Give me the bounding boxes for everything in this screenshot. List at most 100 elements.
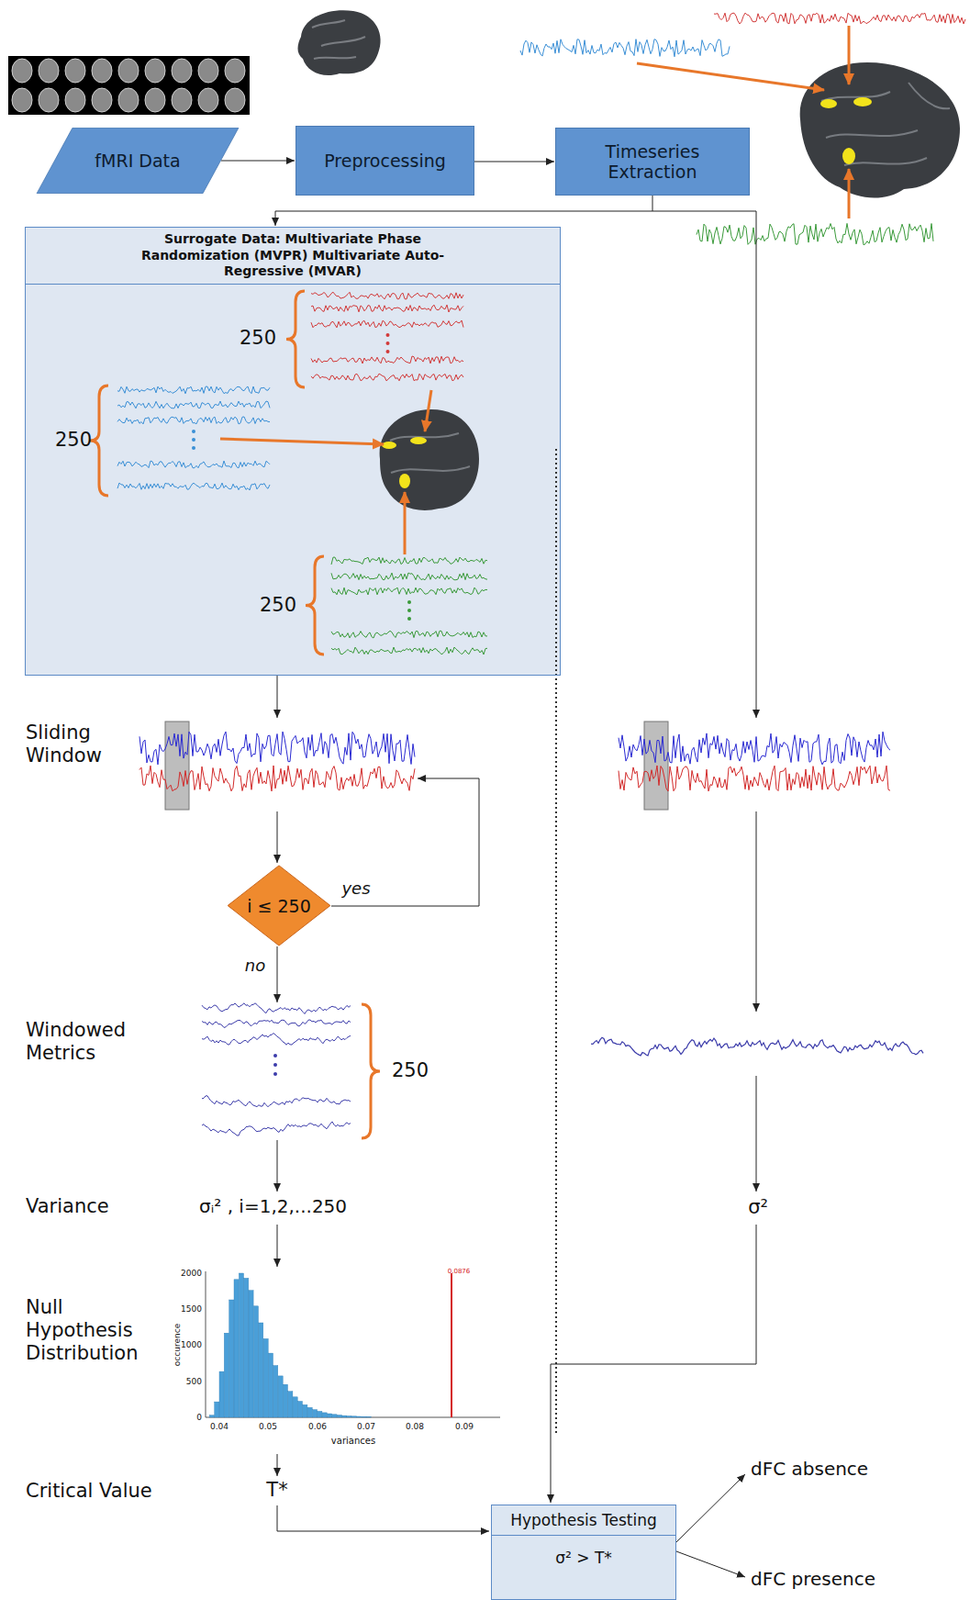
histogram-bar [248, 1290, 254, 1417]
slice [65, 88, 86, 112]
signal-trace [201, 1033, 351, 1046]
axis-title: variances [331, 1435, 376, 1447]
slice [65, 58, 86, 83]
signal-trace [311, 373, 464, 381]
axis-tick: 0.09 [455, 1421, 474, 1432]
parallelogram-shape [36, 127, 239, 193]
brain-slices [11, 58, 246, 112]
signal-trace [618, 765, 891, 792]
signal-trace [311, 320, 464, 328]
histogram-bar [361, 1415, 367, 1418]
signal-trace [520, 39, 730, 57]
diamond-shape [227, 865, 331, 946]
formula: σᵢ² , i=1,2,...250 [199, 1194, 347, 1217]
braces [89, 290, 380, 1138]
slice [118, 88, 139, 112]
axis-tick: 0.07 [356, 1421, 376, 1432]
histogram-bar [327, 1413, 333, 1417]
histogram-bar [297, 1401, 302, 1418]
dot [191, 445, 196, 450]
dot [273, 1071, 278, 1076]
outcome: dFC presence [750, 1567, 876, 1590]
histogram-bar [238, 1272, 244, 1417]
histogram-bar [258, 1322, 264, 1417]
histogram-bar [351, 1415, 357, 1417]
count: 250 [391, 1059, 429, 1082]
slice [224, 58, 246, 83]
signal-trace [117, 482, 270, 491]
brace [89, 385, 109, 496]
signal-trace [713, 12, 966, 24]
time-series [117, 12, 966, 1136]
brace [305, 556, 324, 655]
window [644, 721, 669, 810]
branch-label: yes [341, 878, 370, 899]
dot [407, 616, 412, 621]
axis-title: occurence [172, 1323, 183, 1366]
axis-tick: 1000 [180, 1339, 202, 1350]
signal-trace [311, 304, 464, 313]
signal-trace [618, 731, 891, 765]
orange-arrows [220, 25, 849, 555]
slice [91, 58, 112, 83]
histogram-bar [253, 1305, 258, 1417]
step-label: Variance [25, 1194, 110, 1218]
signal-trace [311, 356, 464, 364]
slice [144, 88, 166, 112]
outcome: dFC absence [750, 1457, 869, 1480]
signal-trace [117, 386, 270, 394]
brain-right [800, 62, 960, 199]
histogram-bar [292, 1396, 298, 1417]
axis-tick: 0.08 [405, 1421, 424, 1432]
histogram-bar [209, 1415, 214, 1417]
histogram-bar [229, 1299, 235, 1417]
dot [386, 341, 391, 346]
histogram-bar [244, 1277, 249, 1417]
critical-value: T* [266, 1478, 288, 1502]
test-box: Hypothesis Testingσ² > T* [490, 1504, 677, 1600]
dot [407, 600, 412, 604]
histogram-bar [263, 1337, 268, 1417]
value-marker: 0.0876 [447, 1267, 471, 1275]
slice [11, 88, 33, 112]
dot [273, 1062, 278, 1067]
signal-trace [331, 572, 488, 580]
axis-tick: 2000 [180, 1268, 202, 1279]
count: 250 [239, 326, 277, 350]
node-title: Surrogate Data: Multivariate Phase Rando… [25, 227, 560, 285]
count: 250 [55, 428, 92, 452]
signal-trace [117, 460, 270, 469]
divider [555, 448, 558, 1433]
histogram-bar [317, 1410, 323, 1417]
slice [224, 88, 246, 112]
step-label: Null Hypothesis Distribution [25, 1295, 155, 1366]
axis-tick: 500 [186, 1376, 202, 1387]
histogram-bar [273, 1365, 279, 1417]
histogram-bar [307, 1406, 313, 1417]
histogram-bar [234, 1279, 239, 1417]
signal-trace [117, 416, 270, 424]
window [165, 721, 190, 810]
slice [11, 58, 33, 83]
node-title: Preprocessing [323, 150, 446, 171]
signal-trace [201, 1003, 351, 1015]
signal-trace [331, 557, 488, 565]
brain-3d [298, 10, 381, 76]
signal-trace [117, 401, 270, 409]
signal-trace [331, 587, 488, 595]
histogram-bar [312, 1409, 318, 1417]
histogram-bar [288, 1391, 293, 1417]
data-input: fMRI Data [35, 127, 240, 194]
connector [275, 195, 653, 226]
axis-tick: 1500 [180, 1304, 202, 1315]
slice [171, 88, 192, 112]
process-box: Timeseries Extraction [555, 127, 750, 196]
process-box: Preprocessing [295, 125, 475, 196]
histogram-bar [356, 1415, 362, 1417]
node-title: Timeseries Extraction [563, 141, 742, 182]
signal-trace [139, 731, 415, 765]
histogram-bar [346, 1415, 352, 1418]
branch-label: no [245, 955, 266, 976]
dot [191, 437, 196, 442]
